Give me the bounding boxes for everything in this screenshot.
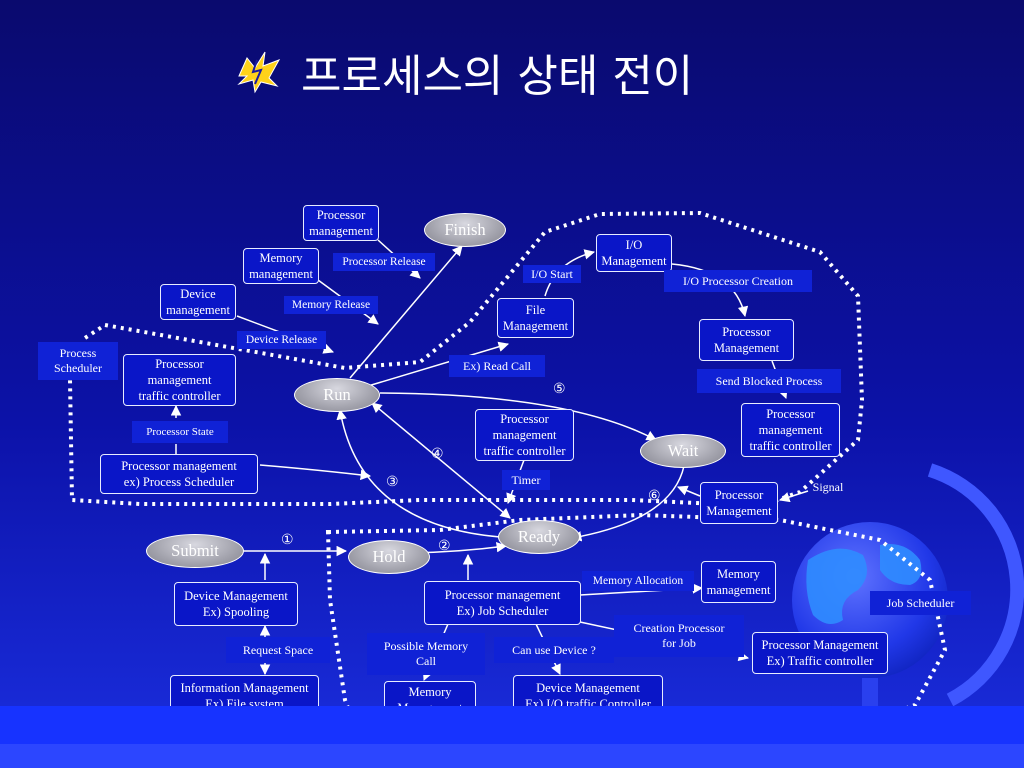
box-traffic-controller-bottom: Processor Management Ex) Traffic control… [752,632,888,674]
box-processor-management-top: Processor management [303,205,379,241]
label-possible-memory-call: Possible Memory Call [367,633,485,675]
label-io-processor-creation: I/O Processor Creation [664,270,812,292]
label-job-scheduler: Job Scheduler [870,591,971,615]
box-processor-management-right: Processor Management [699,319,794,361]
box-process-scheduler: Processor management ex) Process Schedul… [100,454,258,494]
box-traffic-controller-right: Processor management traffic controller [741,403,840,457]
label-can-use-device: Can use Device ? [494,637,614,663]
state-run: Run [294,378,380,412]
step-number-6: ⑥ [648,489,661,504]
state-submit: Submit [146,534,244,568]
label-request-space: Request Space [226,637,330,663]
label-send-blocked-process: Send Blocked Process [697,369,841,393]
box-device-management-top: Device management [160,284,236,320]
step-number-5: ⑤ [553,382,566,397]
state-hold: Hold [348,540,430,574]
label-signal: Signal [812,480,844,494]
label-timer: Timer [502,470,550,490]
bottom-bar [0,706,1024,744]
box-traffic-controller-mid: Processor management traffic controller [475,409,574,461]
step-number-1: ① [281,533,294,548]
dashed-region-upper [67,210,865,509]
title-text: 프로세스의 상태 전이 [301,51,694,102]
box-memory-management-bottom: Memory management [701,561,776,603]
box-processor-management-signal: Processor Management [700,482,778,524]
state-ready: Ready [498,520,580,554]
label-memory-allocation: Memory Allocation [582,571,694,591]
box-file-management: File Management [497,298,574,338]
label-io-start: I/O Start [523,265,581,283]
box-traffic-controller-left: Processor management traffic controller [123,354,236,406]
label-device-release: Device Release [237,331,326,349]
lightning-bolt-icon [237,51,281,94]
box-memory-management-top: Memory management [243,248,319,284]
label-process-scheduler: Process Scheduler [38,342,118,380]
label-processor-state: Processor State [132,421,228,443]
state-wait: Wait [640,434,726,468]
step-number-3: ③ [386,475,399,490]
box-device-spooling: Device Management Ex) Spooling [174,582,298,626]
box-io-management: I/O Management [596,234,672,272]
label-memory-release: Memory Release [284,296,378,314]
step-number-2: ② [438,539,451,554]
step-number-4: ④ [431,447,444,462]
label-creation-processor: Creation Processor for Job [614,615,744,657]
label-ex-read-call: Ex) Read Call [449,355,545,377]
page-title: 프로세스의 상태 전이 [235,42,693,102]
bottom-strip [0,744,1024,768]
box-job-scheduler: Processor management Ex) Job Scheduler [424,581,581,625]
label-processor-release: Processor Release [333,253,435,271]
state-finish: Finish [424,213,506,247]
